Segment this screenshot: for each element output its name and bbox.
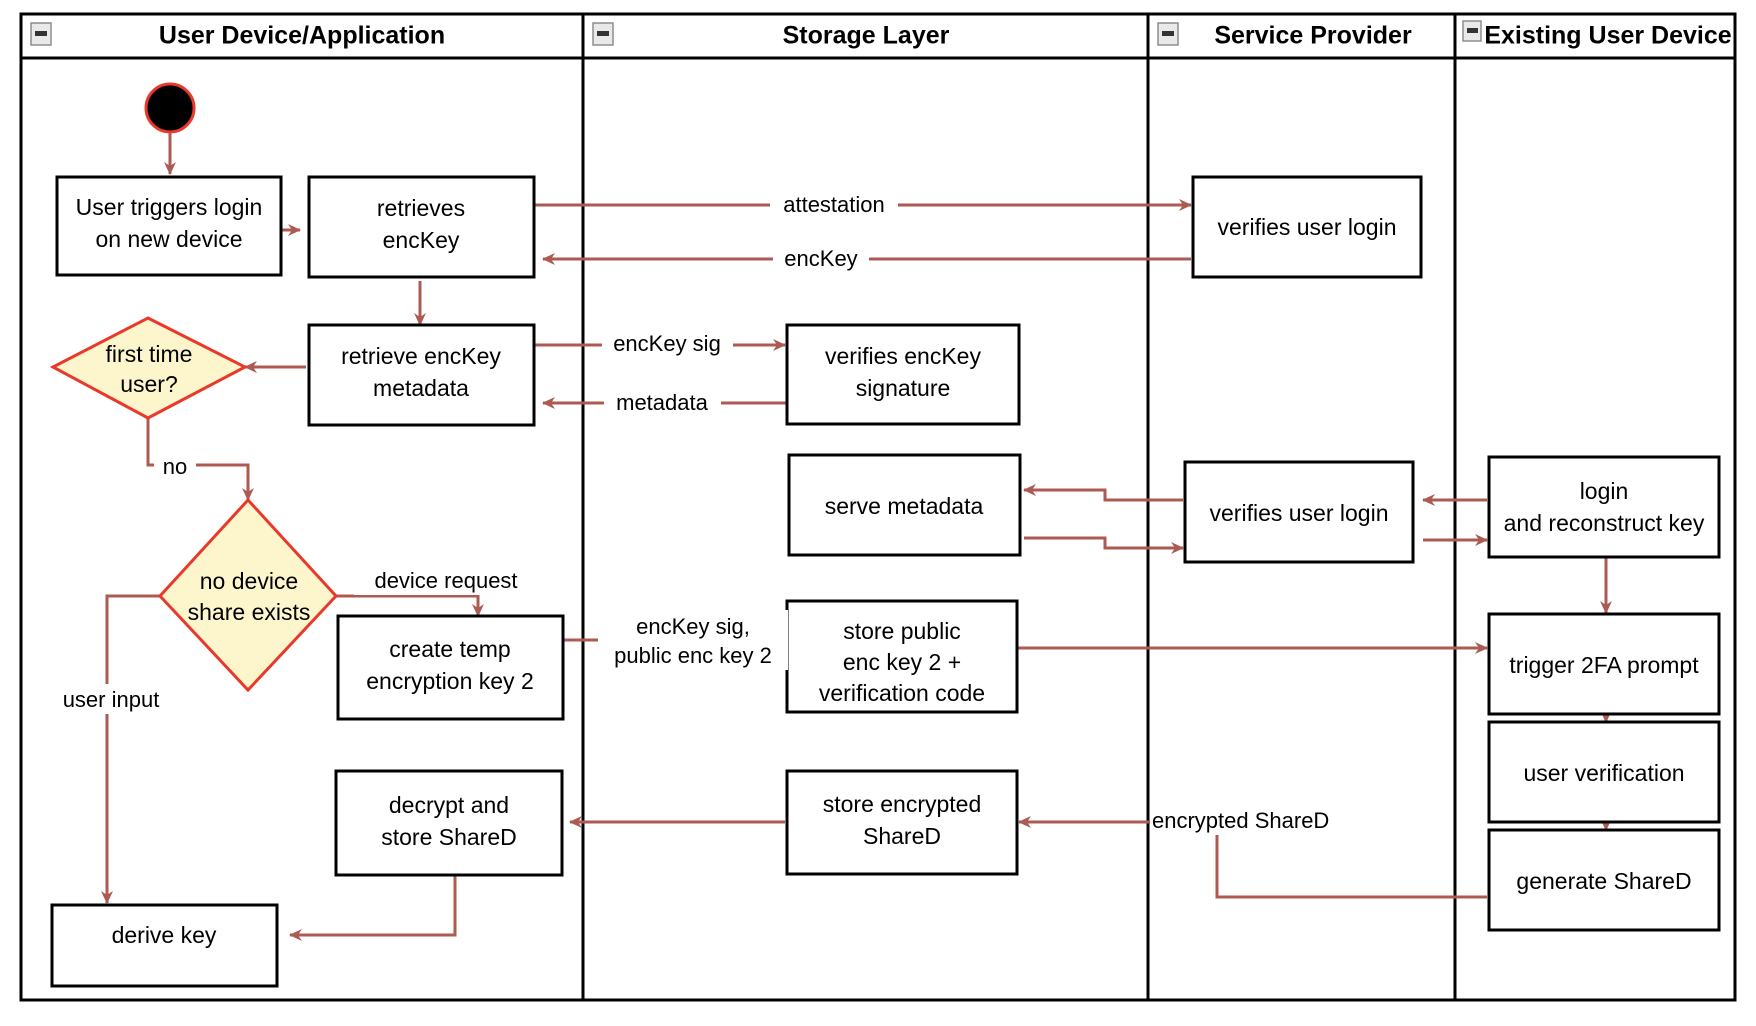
edge-label-no: no <box>154 451 196 481</box>
node-label-line: enc key 2 + <box>843 649 961 675</box>
node-label-line: and reconstruct key <box>1504 510 1705 536</box>
minus-icon[interactable] <box>1462 20 1482 42</box>
node-label-line: store public <box>843 618 961 644</box>
activity-user-triggers-login[interactable]: User triggers login on new device <box>55 175 283 277</box>
node-label-line: verification code <box>819 680 985 706</box>
edge-label-attestation: attestation <box>770 189 898 219</box>
node-label-line: verifies encKey <box>825 343 981 369</box>
node-label-line: retrieve encKey <box>341 343 501 369</box>
activity-store-encrypted-shared[interactable]: store encrypted ShareD <box>785 769 1019 876</box>
node-label-line: create temp <box>389 636 510 662</box>
edge-sp-to-serve-metadata <box>1023 484 1183 502</box>
svg-text:user input: user input <box>63 687 160 712</box>
edge-label-device-request: device request <box>354 565 538 595</box>
node-label-line: share exists <box>188 599 311 625</box>
node-label-line: verifies user login <box>1218 214 1397 240</box>
node-label-line: user? <box>120 371 178 397</box>
svg-text:attestation: attestation <box>783 192 885 217</box>
node-label-line: signature <box>856 375 951 401</box>
node-label-line: login <box>1580 478 1629 504</box>
edge-label-sig-pubkey: encKey sig, public enc key 2 <box>598 610 788 670</box>
node-label-line: generate ShareD <box>1516 868 1691 894</box>
lane-header-service-provider: Service Provider <box>1157 22 1412 50</box>
node-label-line: User triggers login <box>76 194 263 220</box>
activity-create-temp-encryption-key-2[interactable]: create temp encryption key 2 <box>336 614 565 721</box>
lane-title-existing-device: Existing User Device <box>1484 22 1731 50</box>
activity-verifies-user-login-middle[interactable]: verifies user login <box>1183 460 1415 564</box>
edge-device-request <box>336 594 484 617</box>
edge-decrypt-to-derive <box>289 874 457 941</box>
svg-text:no: no <box>163 454 187 479</box>
edge-encrypted-shared <box>1018 816 1487 899</box>
lane-title-storage: Storage Layer <box>783 22 950 50</box>
edge-no-branch <box>146 419 254 501</box>
svg-text:encKey sig: encKey sig <box>613 331 721 356</box>
node-label-line: encryption key 2 <box>366 668 533 694</box>
minus-icon[interactable] <box>592 22 614 46</box>
activity-trigger-2fa-prompt[interactable]: trigger 2FA prompt <box>1487 612 1721 716</box>
edge-label-enckey: encKey <box>773 243 869 273</box>
edge-label-encrypted-shared: encrypted ShareD <box>1150 805 1353 835</box>
node-label-line: trigger 2FA prompt <box>1509 652 1699 678</box>
edge-label-metadata: metadata <box>604 387 721 417</box>
node-label-line: no device <box>200 568 298 594</box>
activity-serve-metadata[interactable]: serve metadata <box>787 453 1022 557</box>
edge-label-enckey-sig: encKey sig <box>602 328 733 358</box>
start-node <box>144 82 196 134</box>
activity-retrieve-enckey-metadata[interactable]: retrieve encKey metadata <box>307 323 536 427</box>
node-label-line: store encrypted <box>823 791 982 817</box>
node-label-line: metadata <box>373 375 469 401</box>
activity-user-verification[interactable]: user verification <box>1487 720 1721 824</box>
node-label-line: on new device <box>95 226 242 252</box>
node-label-line: serve metadata <box>825 493 984 519</box>
activity-retrieves-enckey[interactable]: retrieves encKey <box>307 175 536 279</box>
node-label-line: derive key <box>112 922 217 948</box>
minus-icon[interactable] <box>1157 22 1179 46</box>
edge-label-user-input: user input <box>48 684 175 714</box>
swimlane-frame <box>19 12 1737 1002</box>
node-label-line: encKey <box>383 227 460 253</box>
lane-header-existing-device: Existing User Device <box>1462 20 1732 50</box>
node-label-line: store ShareD <box>381 824 517 850</box>
decision-first-time-user[interactable]: first time user? <box>49 316 249 420</box>
activity-derive-key[interactable]: derive key <box>50 903 279 988</box>
lane-header-user-device: User Device/Application <box>30 22 445 50</box>
svg-text:device request: device request <box>374 568 517 593</box>
svg-text:metadata: metadata <box>616 390 708 415</box>
edge-serve-metadata-to-sp <box>1024 536 1184 554</box>
activity-login-and-reconstruct-key[interactable]: login and reconstruct key <box>1487 455 1721 559</box>
svg-text:encKey sig,: encKey sig, <box>636 614 750 639</box>
lane-header-storage: Storage Layer <box>592 22 950 50</box>
activity-generate-shared[interactable]: generate ShareD <box>1487 828 1721 932</box>
svg-text:encrypted ShareD: encrypted ShareD <box>1152 808 1329 833</box>
svg-text:encKey: encKey <box>784 246 857 271</box>
activity-decrypt-and-store-shared[interactable]: decrypt and store ShareD <box>334 769 564 877</box>
node-label-line: decrypt and <box>389 792 509 818</box>
node-label-line: retrieves <box>377 195 465 221</box>
node-label-line: user verification <box>1523 760 1684 786</box>
activity-verifies-user-login-top[interactable]: verifies user login <box>1191 175 1423 279</box>
activity-verifies-enckey-signature[interactable]: verifies encKey signature <box>785 323 1021 426</box>
node-label-line: verifies user login <box>1210 500 1389 526</box>
svg-text:public enc key 2: public enc key 2 <box>614 643 772 668</box>
decision-no-device-share-exists[interactable]: no device share exists <box>157 497 339 693</box>
edge-user-input <box>101 594 160 904</box>
node-label-line: first time <box>106 341 193 367</box>
minus-icon[interactable] <box>30 22 52 46</box>
node-label-line: ShareD <box>863 823 941 849</box>
activity-store-public-enc-key-2[interactable]: store public enc key 2 + verification co… <box>785 599 1019 714</box>
lane-title-service-provider: Service Provider <box>1214 22 1412 50</box>
lane-title-user-device: User Device/Application <box>159 22 445 50</box>
